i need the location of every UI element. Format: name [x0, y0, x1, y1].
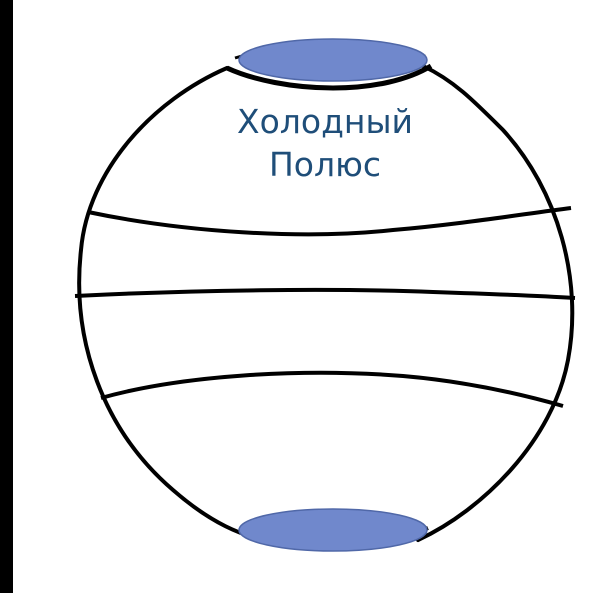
south-pole-ellipse: [239, 509, 427, 551]
label-line-2: Полюс: [215, 143, 435, 186]
equator-line: [75, 290, 575, 298]
latitude-upper: [88, 208, 571, 234]
north-pole-ellipse: [239, 39, 427, 81]
globe-diagram: [13, 0, 606, 593]
cold-pole-label: Холодный Полюс: [215, 100, 435, 186]
label-line-1: Холодный: [215, 100, 435, 143]
latitude-lower: [101, 373, 563, 406]
diagram-canvas: Холодный Полюс: [13, 0, 606, 593]
